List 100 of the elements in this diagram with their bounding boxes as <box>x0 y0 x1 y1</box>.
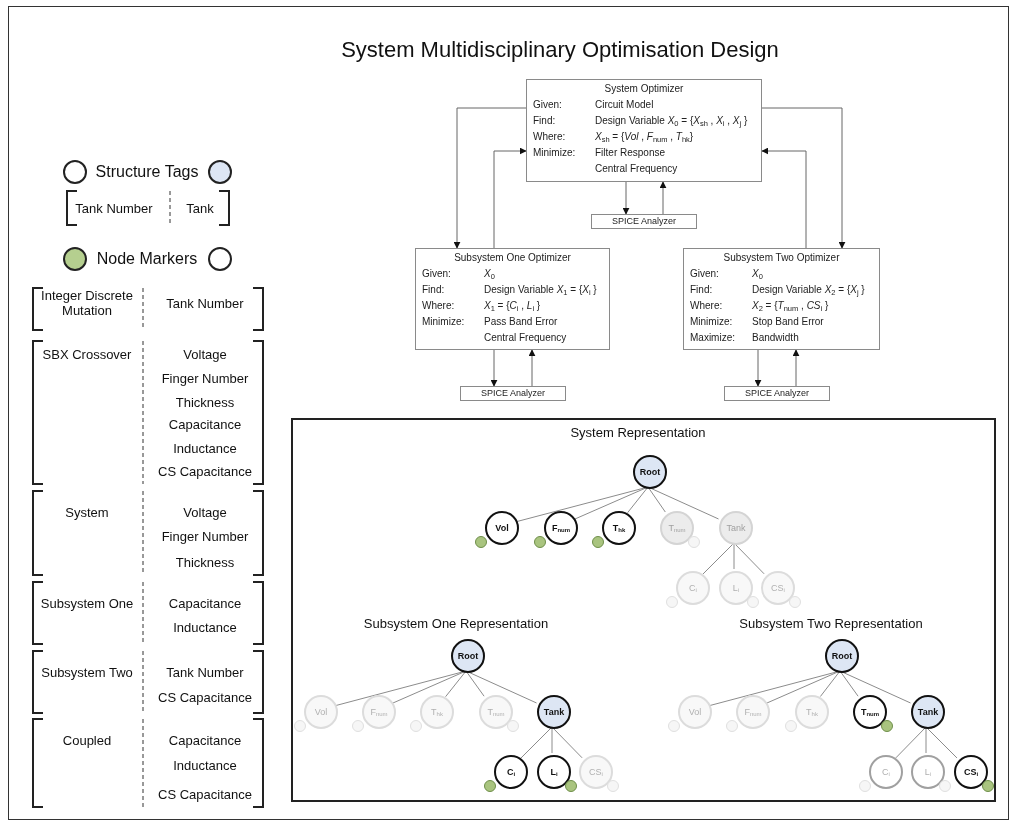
table-text: Coupled <box>62 732 112 748</box>
field-label: Find: <box>533 115 556 126</box>
key-heading: Structure Tags <box>95 163 199 181</box>
table-text: CS Capacitance <box>158 786 252 802</box>
table-text: Finger Number <box>161 528 249 544</box>
field-label: Given: <box>533 99 562 110</box>
tree-node <box>678 695 712 729</box>
representation-panel <box>291 418 996 802</box>
table-text: Tank Number <box>166 664 244 680</box>
arrow <box>490 349 498 387</box>
field-label: Minimize: <box>690 316 733 327</box>
field-value: Design Variable X$_{1}$ = {X$_{i}$ } <box>484 284 597 295</box>
table-text: Tank Number <box>75 200 153 216</box>
field-value: Pass Band Error <box>484 316 558 327</box>
table-text: Capacitance <box>168 416 242 432</box>
arrow <box>622 181 630 215</box>
field-label: Minimize: <box>422 316 465 327</box>
field-value: Bandwidth <box>752 332 799 343</box>
tree-node <box>719 511 753 545</box>
tree-node <box>911 695 945 729</box>
arrow <box>792 349 800 387</box>
node-label: Root <box>831 651 853 661</box>
table-text: Integer Discrete Mutation <box>40 288 134 318</box>
table-text: CS Capacitance <box>158 689 252 705</box>
analyzer-box <box>591 214 697 229</box>
node-label: Vol <box>688 707 702 717</box>
table-text: Voltage <box>183 504 227 520</box>
optimizer-box <box>415 248 610 350</box>
tree-node <box>633 455 667 489</box>
field-value: Central Frequency <box>484 332 567 343</box>
box-title: System Optimizer <box>604 83 684 94</box>
tree-node <box>954 755 988 789</box>
field-label: Given: <box>422 268 451 279</box>
field-label: Where: <box>422 300 455 311</box>
table-text: System <box>65 504 109 520</box>
table-text: Inductance <box>173 757 237 773</box>
box-label: SPICE Analyzer <box>745 389 809 398</box>
table-text: Voltage <box>183 346 227 362</box>
tree-node <box>660 511 694 545</box>
table-text: CS Capacitance <box>158 463 252 479</box>
arrow <box>754 349 762 387</box>
table-text: Capacitance <box>168 595 242 611</box>
analyzer-box <box>724 386 830 401</box>
node-label: C$_{i}$ <box>506 767 516 777</box>
analyzer-box <box>460 386 566 401</box>
tree-node <box>537 755 571 789</box>
tree-node <box>911 755 945 789</box>
node-label: Tank <box>543 707 565 717</box>
tree-node <box>825 639 859 673</box>
node-label: F$_{num}$ <box>551 523 571 533</box>
arrow <box>761 107 846 249</box>
node-label: Vol <box>314 707 328 717</box>
field-label: Find: <box>690 284 713 295</box>
tree-node <box>494 755 528 789</box>
tree-node <box>579 755 613 789</box>
table-text: Tank <box>186 200 214 216</box>
table-text: Thickness <box>175 394 235 410</box>
node-label: L$_{i}$ <box>550 767 558 777</box>
arrow <box>453 107 527 249</box>
table-text: Tank Number <box>166 295 244 311</box>
tree-node <box>869 755 903 789</box>
optimizer-box <box>526 79 762 182</box>
tree-node <box>304 695 338 729</box>
box-label: SPICE Analyzer <box>612 217 676 226</box>
field-value: X$_{1}$ = {C$_{i}$ , L$_{i}$ } <box>484 300 541 311</box>
box-title: Subsystem One Optimizer <box>454 252 571 263</box>
box-title: Subsystem Two Optimizer <box>723 252 840 263</box>
arrow <box>659 181 667 215</box>
tree-node <box>537 695 571 729</box>
node-label: T$_{hk}$ <box>612 523 626 533</box>
table-text: Inductance <box>173 440 237 456</box>
field-value: Circuit Model <box>595 99 654 110</box>
tree-node <box>362 695 396 729</box>
field-value: X$_{sh}$ = {Vol , F$_{num}$ , T$_{hk}$} <box>595 131 694 142</box>
node-label: Tank <box>917 707 939 717</box>
field-label: Where: <box>690 300 723 311</box>
arrow <box>493 147 527 249</box>
diagram-title: System Multidisciplinary Optimisation Design <box>340 36 780 64</box>
field-value: Design Variable X$_{2}$ = {X$_{j}$ } <box>752 284 865 295</box>
section-heading: Subsystem Two Representation <box>739 615 923 631</box>
field-value: Stop Band Error <box>752 316 824 327</box>
section-heading: System Representation <box>570 424 706 440</box>
field-value: Central Frequency <box>595 163 678 174</box>
field-value: Design Variable X$_{0}$ = {X$_{sh}$ , X$_{i}$ , X$_{j}$ } <box>595 115 748 126</box>
tree-node <box>719 571 753 605</box>
node-label: CS$_{i}$ <box>963 767 979 777</box>
node-label: Vol <box>495 523 509 533</box>
field-label: Find: <box>422 284 445 295</box>
table-text: Subsystem One <box>40 595 134 611</box>
tree-node <box>479 695 513 729</box>
arrow <box>761 147 807 249</box>
tree-node <box>544 511 578 545</box>
table-text: Capacitance <box>168 732 242 748</box>
field-label: Minimize: <box>533 147 576 158</box>
arrow <box>528 349 536 387</box>
section-heading: Subsystem One Representation <box>363 615 549 631</box>
table-text: Thickness <box>175 554 235 570</box>
node-label: Tank <box>726 523 746 533</box>
node-label: T$_{num}$ <box>860 707 880 717</box>
field-value: Filter Response <box>595 147 666 158</box>
